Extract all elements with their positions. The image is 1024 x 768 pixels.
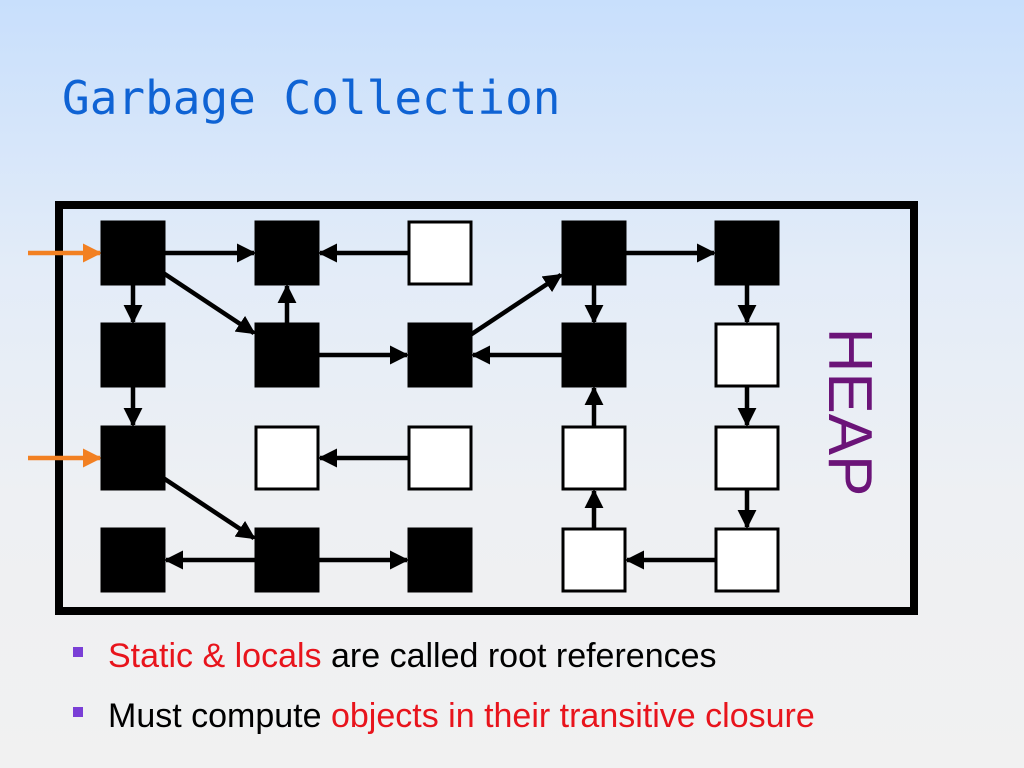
unreachable-object <box>714 425 780 491</box>
reachable-object <box>100 527 166 593</box>
unreachable-object <box>254 425 320 491</box>
unreachable-object <box>407 220 473 286</box>
unreachable-object <box>407 425 473 491</box>
reachable-object <box>407 527 473 593</box>
bullet-text: Must compute <box>108 697 331 735</box>
reachable-object <box>561 220 627 286</box>
bullet-highlight: Static & locals <box>108 637 322 675</box>
reachable-object <box>254 527 320 593</box>
reachable-object <box>100 322 166 388</box>
reachable-object <box>100 220 166 286</box>
bullet-item: Must compute objects in their transitive… <box>70 692 815 752</box>
unreachable-object <box>561 527 627 593</box>
unreachable-object <box>561 425 627 491</box>
bullet-highlight: objects in their transitive closure <box>330 697 815 735</box>
bullet-square-icon <box>73 707 83 717</box>
reference-arrow <box>162 476 256 541</box>
reachable-object <box>714 220 780 286</box>
bullet-square-icon <box>73 647 83 657</box>
bullet-text: are called root references <box>321 637 717 675</box>
reachable-object <box>407 322 473 388</box>
root-references-layer <box>28 243 102 468</box>
reference-arrow <box>469 272 563 337</box>
unreachable-object <box>714 527 780 593</box>
reachable-object <box>254 220 320 286</box>
bullet-item: Static & locals are called root referenc… <box>70 632 815 692</box>
reachable-object <box>100 425 166 491</box>
heap-label: HEAP <box>815 328 884 497</box>
reachable-object <box>254 322 320 388</box>
bullet-list: Static & locals are called root referenc… <box>70 632 815 752</box>
unreachable-object <box>714 322 780 388</box>
reachable-object <box>561 322 627 388</box>
slide-title: Garbage Collection <box>62 71 561 125</box>
reference-arrow <box>162 271 256 336</box>
objects-layer <box>100 220 780 593</box>
references-layer <box>123 243 757 570</box>
heap-border <box>55 201 918 615</box>
